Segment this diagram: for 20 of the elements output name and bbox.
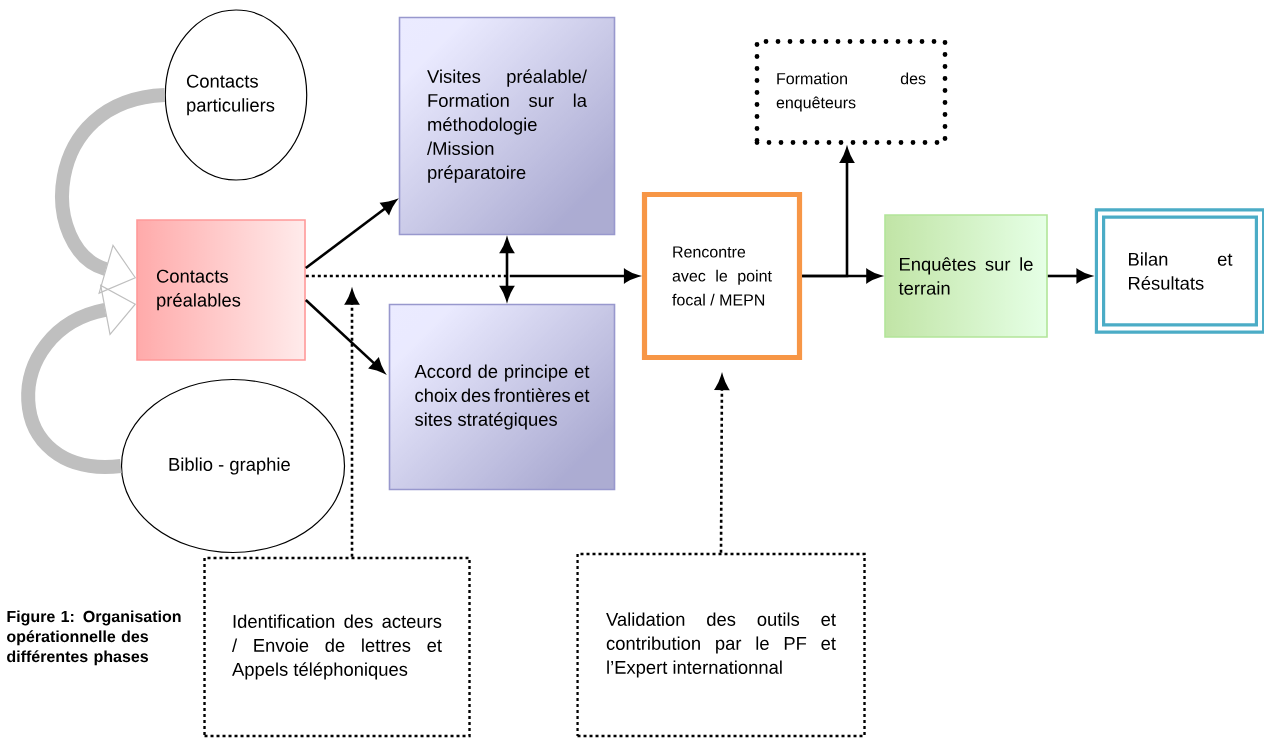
oval-node: Biblio - graphie	[120, 378, 346, 554]
figure-caption: Figure 1: Organisation opérationnelle des différentes phases	[7, 610, 181, 666]
arrow	[305, 199, 397, 270]
arrow	[305, 269, 639, 283]
process-box: Accord de principe et choix des frontières et sites stratégiques	[388, 303, 616, 491]
process-box: Enquêtes sur le terrain	[884, 214, 1048, 338]
arrow	[345, 290, 359, 557]
oval-node: Contacts particuliers	[164, 9, 308, 181]
process-box: Visites préalable/ Formation sur la méthodologie /Mission préparatoire	[398, 16, 616, 236]
arrow	[500, 238, 514, 301]
dotted-box: Identification des acteurs / Envoie de lettres et Appels téléphoniques	[203, 556, 471, 738]
arrow	[1047, 269, 1092, 283]
arrow	[802, 148, 854, 278]
process-box: Rencontre avec le point focal / MEPN	[641, 191, 803, 361]
arrow	[304, 299, 385, 374]
dotted-box: Validation des outils et contribution par le PF et l’Expert internationnal	[576, 552, 866, 738]
dotted-box: Formation des enquêteurs	[754, 39, 948, 145]
result-box: Bilan et Résultats	[1094, 208, 1264, 334]
process-box: Contacts préalables	[136, 219, 306, 361]
arrow	[715, 375, 729, 553]
